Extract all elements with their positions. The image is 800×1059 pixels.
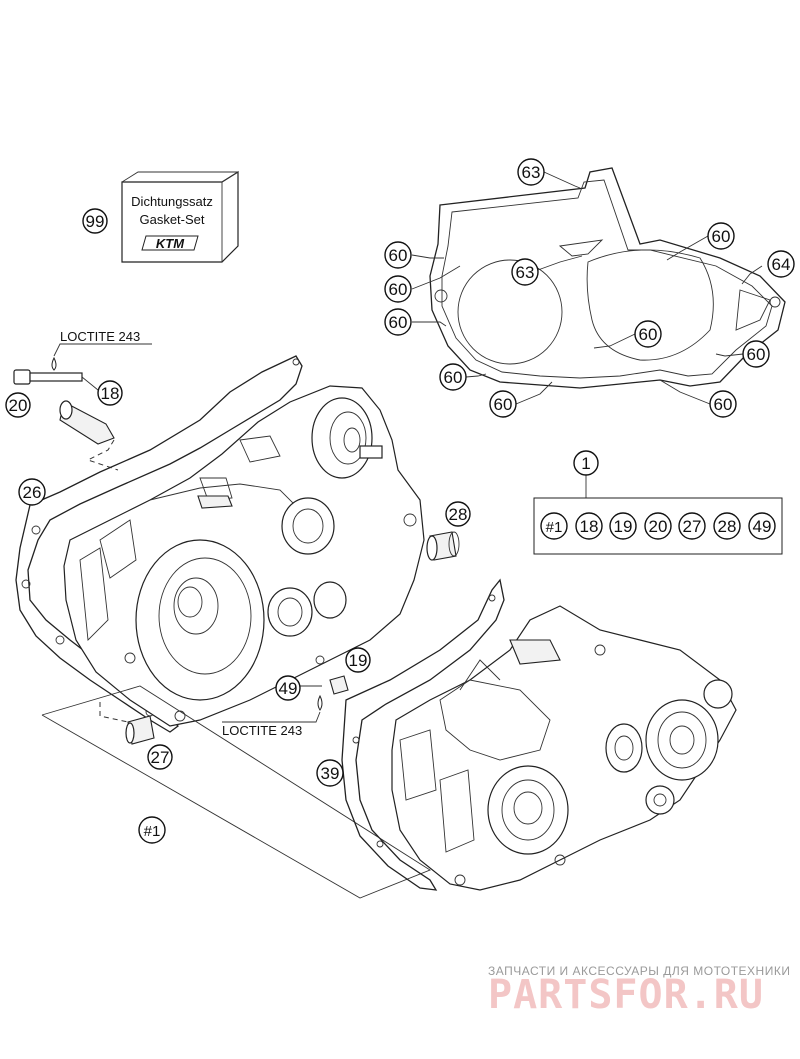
clutch-gasket-callouts: 63 63 60 60 60 60 60 60 60 60 60 64 (384, 158, 795, 418)
svg-text:60: 60 (389, 280, 408, 299)
callout-26: 26 (18, 478, 46, 506)
callout-1: 1 (573, 450, 599, 476)
callout-60-a: 60 (707, 222, 735, 250)
loctite-top: LOCTITE 243 (51, 329, 152, 371)
set-item-3: 19 (609, 512, 637, 540)
callout-27: 27 (147, 744, 173, 770)
svg-text:18: 18 (101, 384, 120, 403)
callout-63-top: 63 (517, 158, 545, 186)
set-item-2: 18 (575, 512, 603, 540)
svg-text:19: 19 (614, 517, 633, 536)
sleeve-18 (59, 400, 115, 445)
svg-text:1: 1 (581, 454, 590, 473)
watermark-brand: PARTSFOR.RU (488, 972, 764, 1018)
watermark: ЗАПЧАСТИ И АКСЕССУАРЫ ДЛЯ МОТОТЕХНИКИ PA… (488, 964, 790, 1018)
svg-text:20: 20 (9, 396, 28, 415)
svg-text:26: 26 (23, 483, 42, 502)
set-item-5: 27 (678, 512, 706, 540)
svg-text:63: 63 (522, 163, 541, 182)
set-item-6: 28 (713, 512, 741, 540)
ktm-logo-text: KTM (156, 236, 185, 251)
bushing-28 (426, 531, 460, 561)
watermark-tagline: ЗАПЧАСТИ И АКСЕССУАРЫ ДЛЯ МОТОТЕХНИКИ (488, 964, 790, 978)
svg-text:63: 63 (516, 263, 535, 282)
gasket-set-line2: Gasket-Set (139, 212, 204, 227)
loctite-bottom: LOCTITE 243 (222, 694, 323, 738)
svg-text:27: 27 (683, 517, 702, 536)
clutch-gasket-leaders (411, 171, 763, 405)
ktm-logo: KTM (141, 235, 199, 251)
callout-64: 64 (767, 250, 795, 278)
svg-text:28: 28 (449, 505, 468, 524)
svg-text:60: 60 (494, 395, 513, 414)
bolt-20 (13, 369, 99, 391)
set-item-1: #1 (540, 512, 568, 540)
svg-text:60: 60 (639, 325, 658, 344)
callout-60-b: 60 (384, 241, 412, 269)
svg-text:60: 60 (389, 246, 408, 265)
svg-text:19: 19 (349, 651, 368, 670)
callout-63-inner: 63 (511, 258, 539, 286)
svg-text:60: 60 (714, 395, 733, 414)
svg-text:60: 60 (444, 368, 463, 387)
set-item-7: 49 (748, 512, 776, 540)
svg-text:49: 49 (753, 517, 772, 536)
svg-text:49: 49 (279, 679, 298, 698)
dowel-19 (329, 675, 349, 695)
callout-19: 19 (345, 647, 371, 673)
svg-text:60: 60 (389, 313, 408, 332)
gasket-set-line1: Dichtungssatz (131, 194, 213, 209)
svg-text:28: 28 (718, 517, 737, 536)
svg-text:60: 60 (747, 345, 766, 364)
callout-99: 99 (82, 208, 108, 234)
callout-49: 49 (275, 675, 301, 701)
svg-text:18: 18 (580, 517, 599, 536)
callout-60-f: 60 (742, 340, 770, 368)
loctite-top-label: LOCTITE 243 (60, 329, 140, 344)
clutch-cover-gasket (429, 167, 786, 389)
svg-text:27: 27 (151, 748, 170, 767)
svg-text:99: 99 (86, 212, 105, 231)
svg-text:#1: #1 (144, 823, 161, 840)
gasket-set-box: Dichtungssatz Gasket-Set KTM (121, 170, 239, 263)
callout-60-c: 60 (384, 275, 412, 303)
svg-text:#1: #1 (546, 519, 563, 536)
right-crankcase (341, 578, 737, 891)
dowel-dash-leader (99, 702, 129, 723)
callout-18: 18 (97, 380, 123, 406)
callout-20: 20 (5, 392, 31, 418)
part-set-items: #1 18 19 20 27 28 49 (540, 512, 776, 540)
callout-60-h: 60 (489, 390, 517, 418)
callout-60-i: 60 (709, 390, 737, 418)
svg-text:39: 39 (321, 764, 340, 783)
callout-60-d: 60 (384, 308, 412, 336)
sleeve-dash-leader (86, 439, 119, 471)
assembly-bracket (41, 685, 431, 899)
loctite-bottom-label: LOCTITE 243 (222, 723, 302, 738)
set-item-4: 20 (644, 512, 672, 540)
callout-39: 39 (316, 759, 344, 787)
svg-text:60: 60 (712, 227, 731, 246)
callout-assembly: #1 (138, 816, 166, 844)
callout-28: 28 (445, 501, 471, 527)
callout-60-g: 60 (439, 363, 467, 391)
dowel-27 (125, 715, 155, 745)
callout-60-e: 60 (634, 320, 662, 348)
svg-text:64: 64 (772, 255, 791, 274)
svg-text:20: 20 (649, 517, 668, 536)
left-crankcase (15, 355, 425, 733)
